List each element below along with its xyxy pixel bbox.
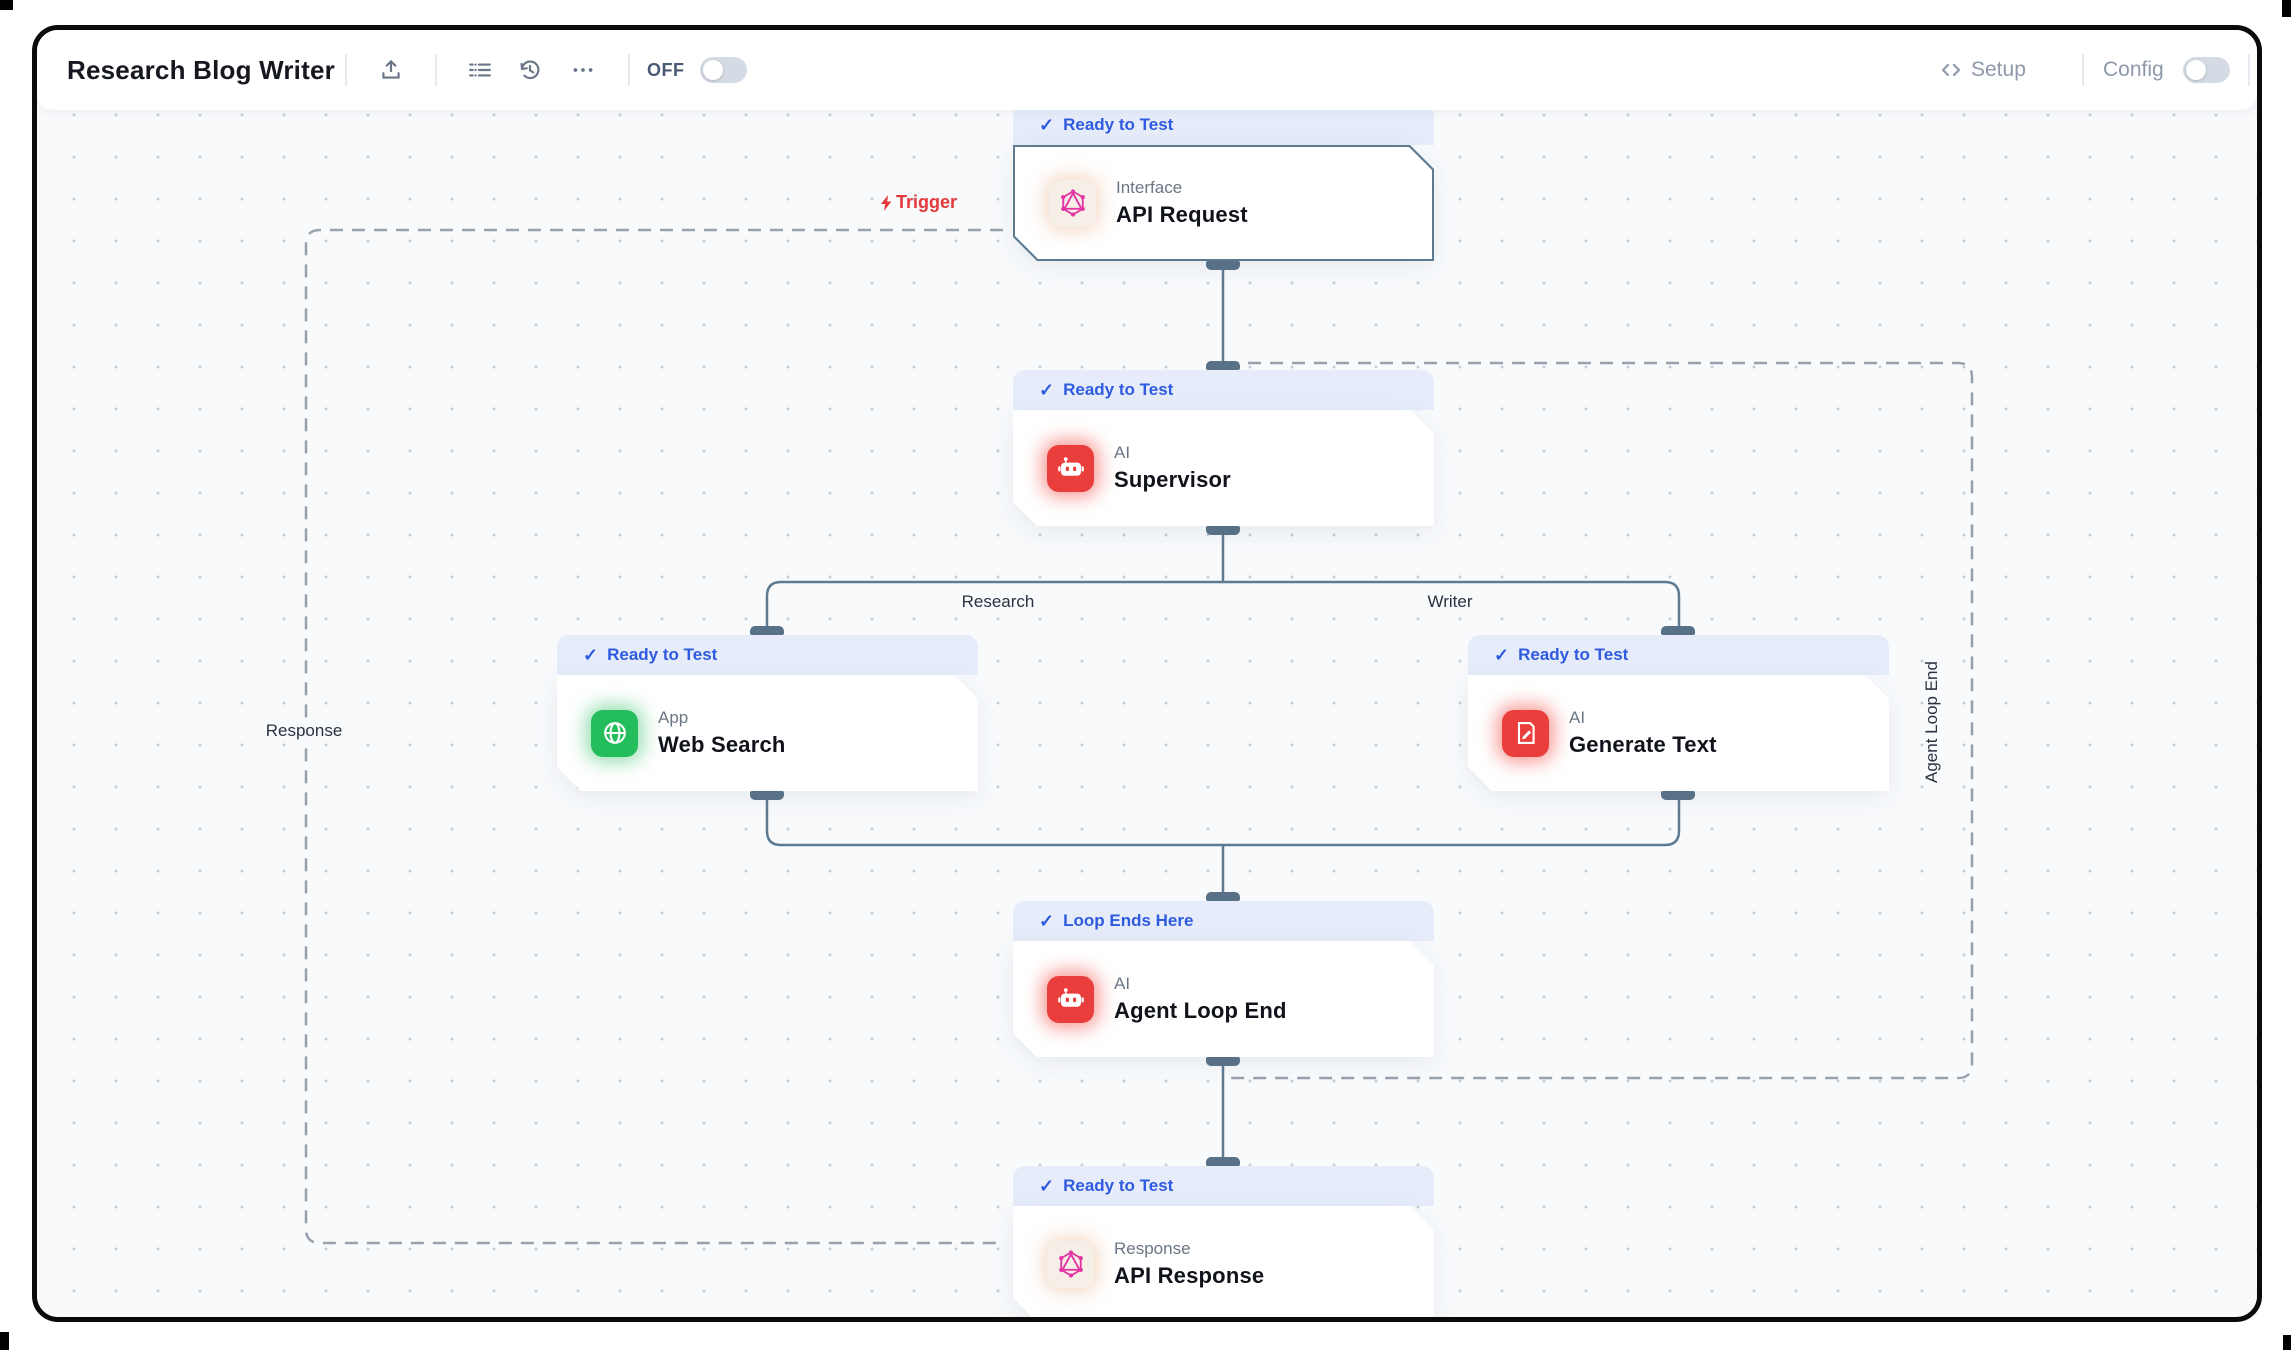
node-icon-tile bbox=[1049, 180, 1096, 227]
node-type-label: AI bbox=[1114, 443, 1131, 462]
node-api-request[interactable]: ✓ Ready to Test Interface API Request bbox=[1013, 105, 1434, 270]
document-edit-icon bbox=[1512, 719, 1540, 747]
node-title: Generate Text bbox=[1569, 732, 1717, 757]
node-web-search[interactable]: ✓ Ready to Test App Web Search bbox=[557, 626, 978, 800]
toolbar-separator bbox=[435, 54, 437, 86]
workflow-title: Research Blog Writer bbox=[67, 54, 335, 85]
node-title: Web Search bbox=[658, 732, 786, 757]
bezel-artifact-top-left bbox=[0, 0, 13, 10]
node-icon-tile bbox=[1047, 1241, 1094, 1288]
node-title: API Response bbox=[1114, 1263, 1265, 1288]
hexagram-icon bbox=[1058, 188, 1088, 218]
node-supervisor[interactable]: ✓ Ready to Test AI Supervisor bbox=[1013, 361, 1434, 535]
node-icon-tile bbox=[591, 710, 638, 757]
status-badge-text: Loop Ends Here bbox=[1063, 911, 1194, 930]
output-handle[interactable] bbox=[1206, 261, 1240, 270]
node-type-label: Response bbox=[1114, 1239, 1191, 1258]
config-label: Config bbox=[2103, 58, 2164, 81]
node-icon-tile bbox=[1502, 710, 1549, 757]
output-handle[interactable] bbox=[750, 791, 784, 800]
config-toggle[interactable] bbox=[2183, 57, 2230, 83]
toolbar-separator bbox=[628, 54, 630, 86]
history-icon bbox=[520, 60, 540, 80]
workflow-canvas[interactable]: Trigger Research Writer Response Agent L… bbox=[37, 30, 2257, 1317]
node-title: Supervisor bbox=[1114, 467, 1231, 492]
robot-icon bbox=[1057, 454, 1085, 482]
writer-branch-label: Writer bbox=[1427, 592, 1473, 611]
input-handle[interactable] bbox=[1661, 626, 1695, 635]
edge-merge bbox=[765, 799, 1681, 847]
status-badge: ✓ Loop Ends Here bbox=[1013, 901, 1434, 941]
toolbar-separator bbox=[345, 54, 347, 86]
status-badge: ✓ Ready to Test bbox=[1468, 635, 1889, 675]
export-button[interactable] bbox=[373, 52, 409, 88]
setup-label: Setup bbox=[1971, 58, 2026, 81]
lightning-bolt-icon bbox=[880, 194, 892, 211]
node-title: API Request bbox=[1116, 202, 1248, 227]
trigger-label: Trigger bbox=[837, 192, 957, 213]
node-icon-tile bbox=[1047, 445, 1094, 492]
code-icon bbox=[1941, 63, 1961, 77]
input-handle[interactable] bbox=[750, 626, 784, 635]
bezel-artifact-bottom-right bbox=[2283, 1335, 2291, 1350]
status-badge-text: Ready to Test bbox=[1518, 645, 1629, 664]
status-badge: ✓ Ready to Test bbox=[1013, 105, 1434, 145]
status-badge: ✓ Ready to Test bbox=[1013, 1166, 1434, 1206]
node-type-label: AI bbox=[1114, 974, 1131, 993]
input-handle[interactable] bbox=[1206, 1157, 1240, 1166]
toggle-knob bbox=[2186, 60, 2206, 80]
checklist-icon bbox=[469, 63, 491, 77]
globe-icon bbox=[601, 719, 629, 747]
research-branch-label: Research bbox=[961, 592, 1035, 611]
check-icon: ✓ bbox=[1039, 910, 1055, 931]
check-icon: ✓ bbox=[1039, 379, 1055, 400]
bezel-artifact-top-right bbox=[2282, 0, 2291, 17]
response-loop-label: Response bbox=[239, 720, 369, 742]
output-handle[interactable] bbox=[1206, 526, 1240, 535]
hexagram-icon bbox=[1056, 1249, 1086, 1279]
upload-icon bbox=[382, 60, 400, 79]
trigger-label-text: Trigger bbox=[895, 192, 957, 212]
top-toolbar: Research Blog Writer bbox=[37, 30, 2257, 110]
agent-loop-end-vertical-label: Agent Loop End bbox=[1922, 661, 1941, 783]
output-handle[interactable] bbox=[1661, 791, 1695, 800]
status-badge-text: Ready to Test bbox=[1063, 1176, 1174, 1195]
input-handle[interactable] bbox=[1206, 892, 1240, 901]
ellipsis-icon bbox=[573, 68, 593, 72]
node-generate-text[interactable]: ✓ Ready to Test AI Generate Text bbox=[1468, 626, 1889, 800]
robot-icon bbox=[1057, 985, 1085, 1013]
workflow-status-label: OFF bbox=[647, 59, 685, 80]
status-badge: ✓ Ready to Test bbox=[1013, 370, 1434, 410]
check-icon: ✓ bbox=[583, 644, 599, 665]
check-icon: ✓ bbox=[1039, 1175, 1055, 1196]
toggle-knob bbox=[703, 60, 723, 80]
toolbar-separator bbox=[2248, 54, 2250, 86]
bezel-artifact-bottom-left bbox=[0, 1332, 9, 1350]
more-options-button[interactable] bbox=[565, 52, 601, 88]
status-badge-text: Ready to Test bbox=[607, 645, 718, 664]
node-type-label: AI bbox=[1569, 708, 1586, 727]
node-title: Agent Loop End bbox=[1114, 998, 1287, 1023]
run-list-button[interactable] bbox=[462, 52, 498, 88]
edge-agent-loop-dashed bbox=[1226, 361, 1974, 1080]
edge-branch-research-writer bbox=[765, 580, 1681, 631]
node-type-label: App bbox=[658, 708, 689, 727]
node-agent-loop-end[interactable]: ✓ Loop Ends Here AI Agent Loo bbox=[1013, 892, 1434, 1066]
check-icon: ✓ bbox=[1039, 114, 1055, 135]
node-type-label: Interface bbox=[1116, 178, 1183, 197]
workflow-enable-toggle[interactable] bbox=[700, 57, 747, 83]
app-window-frame: Trigger Research Writer Response Agent L… bbox=[32, 25, 2262, 1322]
setup-button[interactable]: Setup bbox=[1939, 30, 2026, 110]
status-badge-text: Ready to Test bbox=[1063, 115, 1174, 134]
status-badge: ✓ Ready to Test bbox=[557, 635, 978, 675]
node-api-response[interactable]: ✓ Ready to Test Response API Response bbox=[1013, 1157, 1434, 1322]
check-icon: ✓ bbox=[1494, 644, 1510, 665]
status-badge-text: Ready to Test bbox=[1063, 380, 1174, 399]
toolbar-separator bbox=[2082, 54, 2084, 86]
input-handle[interactable] bbox=[1206, 361, 1240, 370]
node-icon-tile bbox=[1047, 976, 1094, 1023]
history-button[interactable] bbox=[512, 52, 548, 88]
output-handle[interactable] bbox=[1206, 1057, 1240, 1066]
